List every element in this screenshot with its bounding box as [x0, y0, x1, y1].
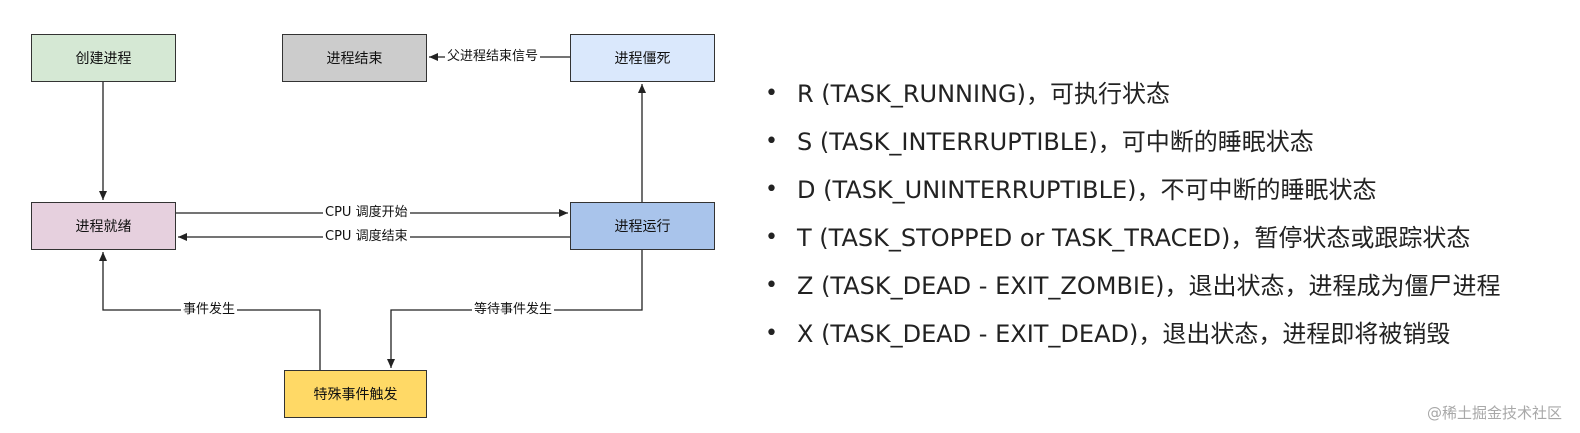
list-item: • R (TASK_RUNNING)，可执行状态 [765, 70, 1565, 118]
list-item: • T (TASK_STOPPED or TASK_TRACED)，暂停状态或跟踪… [765, 214, 1565, 262]
node-process-running: 进程运行 [570, 202, 715, 250]
edge-label-cpu-end: CPU 调度结束 [323, 229, 410, 245]
state-text: T (TASK_STOPPED or TASK_TRACED)，暂停状态或跟踪状… [797, 224, 1471, 252]
process-state-list: • R (TASK_RUNNING)，可执行状态 • S (TASK_INTERRU… [765, 70, 1565, 358]
node-create-process: 创建进程 [31, 34, 176, 82]
process-state-diagram: 创建进程 进程结束 进程僵死 进程就绪 进程运行 特殊事件触发 父进程结束信号 … [0, 0, 740, 429]
bullet-icon: • [765, 81, 778, 106]
list-item: • D (TASK_UNINTERRUPTIBLE)，不可中断的睡眠状态 [765, 166, 1565, 214]
bullet-icon: • [765, 177, 778, 202]
state-text: Z (TASK_DEAD - EXIT_ZOMBIE)，退出状态，进程成为僵尸进… [797, 272, 1501, 300]
list-item: • S (TASK_INTERRUPTIBLE)，可中断的睡眠状态 [765, 118, 1565, 166]
edge-label-exit-signal: 父进程结束信号 [445, 49, 541, 65]
node-process-end: 进程结束 [282, 34, 427, 82]
state-text: X (TASK_DEAD - EXIT_DEAD)，退出状态，进程即将被销毁 [797, 320, 1451, 348]
state-text: R (TASK_RUNNING)，可执行状态 [797, 80, 1170, 108]
bullet-icon: • [765, 225, 778, 250]
node-process-zombie: 进程僵死 [570, 34, 715, 82]
state-text: S (TASK_INTERRUPTIBLE)，可中断的睡眠状态 [797, 128, 1314, 156]
state-text: D (TASK_UNINTERRUPTIBLE)，不可中断的睡眠状态 [797, 176, 1377, 204]
bullet-icon: • [765, 129, 778, 154]
edge-label-wait-event: 等待事件发生 [472, 302, 555, 318]
edge-label-event-happened: 事件发生 [181, 302, 238, 318]
bullet-icon: • [765, 321, 778, 346]
bullet-icon: • [765, 273, 778, 298]
list-item: • Z (TASK_DEAD - EXIT_ZOMBIE)，退出状态，进程成为僵尸… [765, 262, 1565, 310]
watermark-text: @稀土掘金技术社区 [1426, 404, 1562, 422]
node-special-event: 特殊事件触发 [284, 370, 427, 418]
list-item: • X (TASK_DEAD - EXIT_DEAD)，退出状态，进程即将被销毁 [765, 310, 1565, 358]
node-process-ready: 进程就绪 [31, 202, 176, 250]
edge-label-cpu-start: CPU 调度开始 [323, 205, 410, 221]
